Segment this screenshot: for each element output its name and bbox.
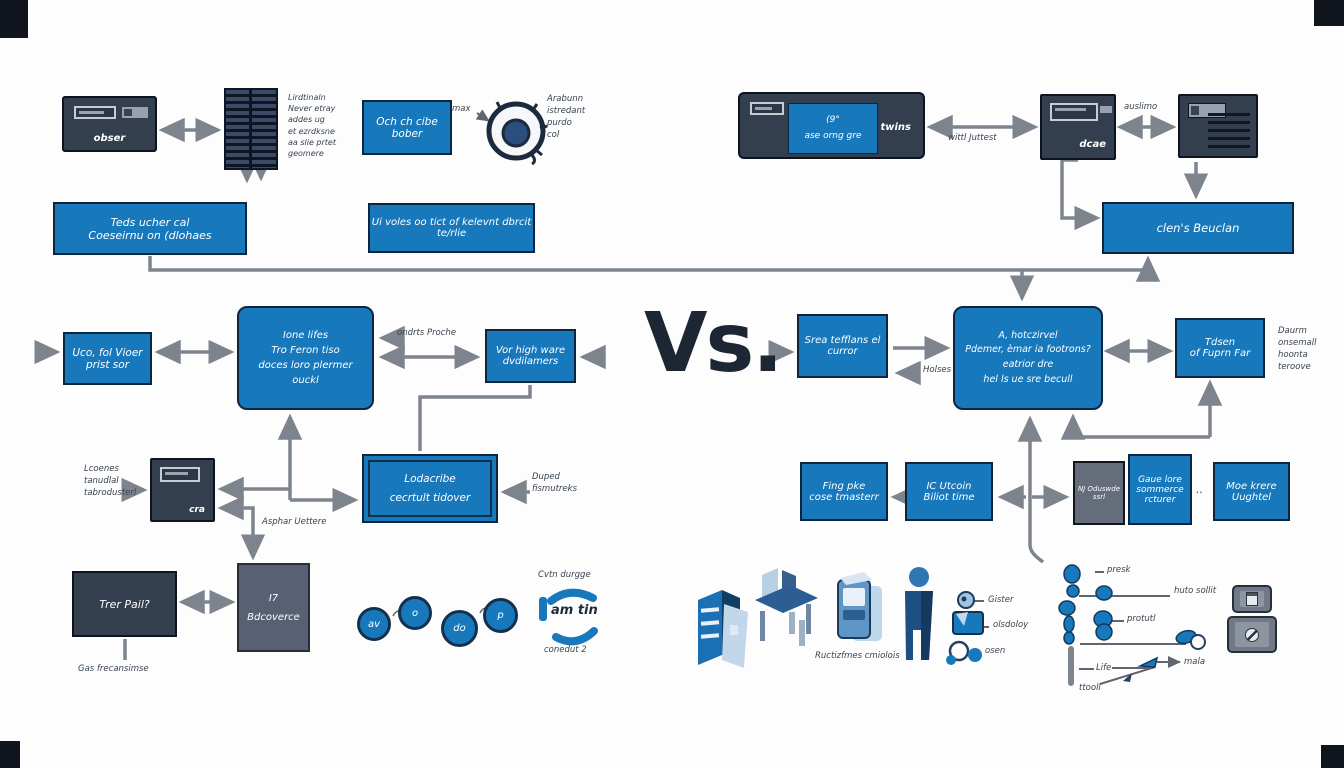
timeline-bar <box>1068 646 1074 686</box>
holses-label: Holses <box>923 365 952 375</box>
drive-slot <box>122 107 148 118</box>
drive-slot <box>1050 103 1098 121</box>
desk-icon <box>755 568 818 646</box>
uco-box: Uco, fol Vioer prist sor <box>63 332 152 385</box>
drive-box-icon: dcae <box>1040 94 1116 160</box>
corner-mark <box>1321 745 1344 768</box>
ondrts-label: ondrts Proche <box>397 328 457 338</box>
i7-box: I7 Bdcoverce <box>237 563 310 652</box>
device-label: cra <box>189 505 205 515</box>
step-circle: do <box>441 610 478 647</box>
corner-mark <box>0 0 28 38</box>
device-screen: (9° ase orng gre <box>788 103 878 154</box>
page-button-icon <box>1232 585 1272 613</box>
robot-label: osen <box>985 646 1006 656</box>
gauge2-top-label: Cvtn durgge <box>538 570 591 580</box>
gauge2-bottom-label: conedut 2 <box>544 645 587 655</box>
panel-grid-icon <box>224 88 278 170</box>
media-device-icon: (9° ase orng gre twins <box>738 92 925 159</box>
fing-box: Fing pke cose tmasterr <box>800 462 888 521</box>
drive-slot <box>750 102 784 115</box>
timeline-label: ttooll <box>1079 683 1101 693</box>
timeline-label: huto sollit <box>1174 586 1217 596</box>
timeline-label: presk <box>1107 565 1131 575</box>
person-icon <box>905 567 933 660</box>
step-circle: o <box>398 596 432 630</box>
grid-note: Lirdtinaln Never etray addes ug et ezrdk… <box>288 93 336 158</box>
robot-icon <box>946 591 984 665</box>
daurm-note: Daurm onsemall hoonta teroove <box>1278 326 1317 372</box>
gauge-note: Arabunn istredant purdo col <box>547 94 586 140</box>
duped-label: Duped fismutreks <box>532 472 577 494</box>
robot-label: Gister <box>988 595 1014 605</box>
gauge2-center-label: am tin <box>551 603 598 618</box>
smartphone-icon <box>837 572 882 641</box>
smartphone-label: Ructizfmes cmiolois <box>815 651 900 661</box>
step-circle: p <box>483 598 518 633</box>
step-circle: av <box>357 607 391 641</box>
och-box: Och ch cibe bober <box>362 100 452 155</box>
device-label: dcae <box>1079 139 1106 150</box>
drive-slot <box>74 106 116 119</box>
ions-box: Ione lifes Tro Feron tiso doces loro ple… <box>237 306 374 410</box>
vs-heading: Vs. <box>644 296 783 391</box>
robot-label: olsdoloy <box>993 620 1029 630</box>
vent-lines <box>1208 113 1250 151</box>
auslimo-label: auslimo <box>1124 102 1158 112</box>
corner-mark <box>0 741 20 768</box>
lodacribe-box: Lodacribe cecrtult tidover <box>362 454 498 523</box>
gauge-max-label: max <box>452 104 471 114</box>
link-glyph <box>1245 627 1259 642</box>
dots-separator: .. <box>1196 483 1203 496</box>
timeline-label: protutl <box>1127 614 1156 624</box>
vent-box-icon <box>1178 94 1258 158</box>
mouse-icon <box>1175 629 1206 650</box>
building-icon <box>698 590 748 668</box>
link-button-icon <box>1227 616 1277 653</box>
asphar-label: Asphar Uettere <box>262 517 327 527</box>
device-label: obser <box>93 133 126 144</box>
timeline-label: Life <box>1096 663 1112 673</box>
gas-label: Gas frecansimse <box>78 664 149 674</box>
clens-box: clen's Beuclan <box>1102 202 1294 254</box>
nj-box: NJ Oduswde ssrl <box>1073 461 1125 525</box>
corner-mark <box>1314 0 1344 26</box>
srea-box: Srea tefflans el curror <box>797 314 888 378</box>
wittl-label: wittl Juttest <box>948 133 997 143</box>
ic-box: IC Utcoin Biliot time <box>905 462 993 521</box>
cpu-box-icon: cra <box>150 458 215 522</box>
vor-box: Vor high ware dvdilamers <box>485 329 576 383</box>
moe-box: Moe krere Uughtel <box>1213 462 1290 521</box>
tdsen-box: Tdsen of Fuprn Far <box>1175 318 1265 378</box>
teds-box: Teds ucher cal Coeseirnu on (dlohaes <box>53 202 247 255</box>
gaue-box: Gaue lore sommerce rcturer <box>1128 454 1192 525</box>
timeline-label: mala <box>1184 657 1206 667</box>
big-question-box: A, hotczirvel Pdemer, èmar ia footrons? … <box>953 306 1103 410</box>
lcoenes-note: Lcoenes tanudlal tabrodusterl <box>84 464 137 498</box>
drive-slot <box>160 467 200 482</box>
speedometer-gauge-icon <box>486 101 548 166</box>
trer-box: Trer Pail? <box>72 571 177 637</box>
device-label: twins <box>880 122 911 133</box>
ui-voles-box: Ui voles oo tict of kelevnt dbrcit te/rl… <box>368 203 535 253</box>
page-glyph <box>1246 592 1258 606</box>
drive-slot <box>1100 106 1112 113</box>
server-box-icon: obser <box>62 96 157 152</box>
